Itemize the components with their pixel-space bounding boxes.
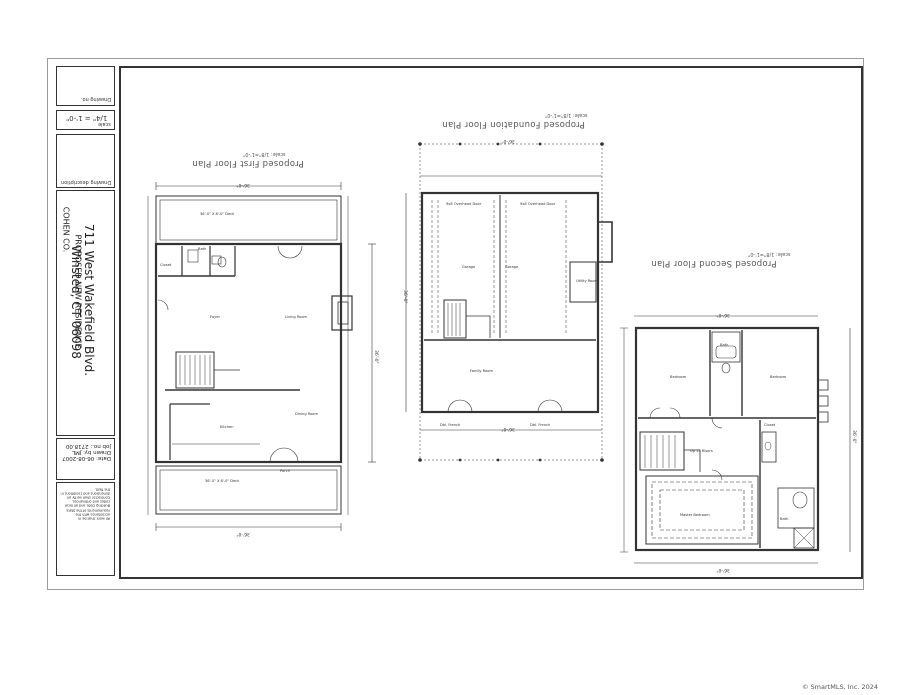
svg-text:Bedroom: Bedroom [770, 375, 787, 379]
svg-text:Utility Room: Utility Room [576, 279, 598, 283]
project-box: COHEN CO. PROPOSED NEW RESIDENCE 711 Wes… [56, 190, 115, 436]
second-floor-plan: Bedroom Bedroom Bath Master Bedroom Bath… [620, 315, 851, 564]
svg-text:9x8 Overhead Door: 9x8 Overhead Door [446, 202, 482, 206]
scale-box: scale 1/4" = 1'-0" [56, 110, 115, 130]
drawing-sheet [47, 58, 864, 590]
first-floor-plan: 36'-0" X 8'-0" Deck 36'-0" X 8'-0" Deck … [147, 182, 376, 531]
title-block: Drawing no. scale 1/4" = 1'-0" Drawing d… [56, 66, 115, 576]
svg-text:Living Room: Living Room [285, 315, 308, 319]
foundation-plan: Garage Garage Family Room Utility Room 9… [405, 142, 613, 462]
svg-text:Up 15 Risers: Up 15 Risers [690, 449, 713, 453]
svg-text:9x8 Overhead Door: 9x8 Overhead Door [520, 202, 556, 206]
first-floor-dim-bottom: 36'-0" [236, 531, 250, 537]
foundation-dim-left: 36'-0" [402, 290, 408, 304]
notes-box: All work shall be in accordance with the… [56, 482, 115, 576]
svg-text:Bath: Bath [198, 247, 206, 251]
second-floor-dim-right: 36'-0" [851, 430, 857, 444]
svg-text:Garage: Garage [505, 265, 519, 269]
svg-text:Porch: Porch [280, 469, 290, 473]
drawing-number-box: Drawing no. [56, 66, 115, 106]
job-info-box: Date: 06-08-2007 Drawn by: JML Job no.: … [56, 438, 115, 480]
svg-text:Garage: Garage [462, 265, 476, 269]
drawing-area [119, 66, 863, 579]
svg-text:Dbl. French: Dbl. French [530, 423, 550, 427]
description-box: Drawing description [56, 134, 115, 188]
svg-text:Family Room: Family Room [470, 369, 493, 373]
foundation-dim-bottom: 36'-0" [501, 426, 515, 432]
svg-text:Closet: Closet [160, 263, 172, 267]
svg-text:36'-0" X 8'-0" Deck: 36'-0" X 8'-0" Deck [205, 479, 240, 483]
first-floor-dim-right: 36'-0" [373, 350, 379, 364]
second-floor-dim-top: 36'-0" [716, 312, 730, 318]
copyright-footer: © SmartMLS, Inc. 2024 [801, 683, 878, 691]
svg-text:Bath: Bath [720, 343, 728, 347]
svg-text:Dbl. French: Dbl. French [440, 423, 460, 427]
svg-text:Bedroom: Bedroom [670, 375, 687, 379]
svg-text:Master Bedroom: Master Bedroom [680, 513, 710, 517]
second-floor-dim-bottom: 36'-0" [716, 567, 730, 573]
svg-text:Kitchen: Kitchen [220, 425, 234, 429]
svg-text:36'-0" X 8'-0" Deck: 36'-0" X 8'-0" Deck [200, 212, 235, 216]
svg-text:Closet: Closet [764, 423, 776, 427]
foundation-dim-top: 36'-0" [501, 138, 515, 144]
svg-text:Dining Room: Dining Room [295, 412, 318, 416]
svg-text:Foyer: Foyer [210, 315, 220, 319]
first-floor-dim-top: 36'-0" [236, 182, 250, 188]
svg-text:Bath: Bath [780, 517, 788, 521]
